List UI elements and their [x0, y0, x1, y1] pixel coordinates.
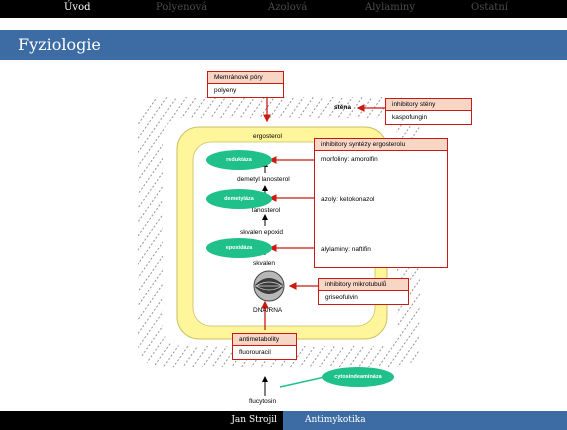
nav-item-uvod[interactable]: Úvod: [64, 2, 91, 13]
flucytosine-label: flucytosin: [249, 398, 277, 405]
wall-inhibitors-title: inhibitory stěny: [386, 99, 471, 111]
squalene-epoxide-label: skvalen epoxid: [240, 229, 283, 236]
mitotic-spindle-icon: [253, 270, 285, 302]
wall-inhibitors-box: inhibitory stěny kaspofungin: [385, 98, 472, 125]
nav-item-alylaminy[interactable]: Alylaminy: [365, 2, 415, 13]
cytosine-deaminase-enzyme: cytosindeamináza: [322, 367, 394, 387]
wall-inhibitors-item: kaspofungin: [392, 114, 428, 121]
microtubule-inhibitors-title: inhibitory mikrotubulů: [319, 279, 408, 291]
antimetabolites-item: fluorouracil: [239, 349, 271, 356]
ergosterol-label: ergosterol: [253, 133, 282, 140]
nav-item-azolova[interactable]: Azolová: [268, 2, 308, 13]
ergosterol-inhibitor-item: alylaminy: naftifin: [321, 246, 371, 253]
membrane-pores-box: Memránové póry polyeny: [207, 71, 284, 98]
membrane-pores-item: polyeny: [214, 87, 237, 94]
microtubule-inhibitors-item: griseofulvin: [325, 294, 358, 301]
ergosterol-inhibitor-item: morfoliny: amorolfin: [321, 156, 378, 163]
footer-author: Jan Strojil: [231, 415, 277, 425]
footer-short-title: Antimykotika: [305, 415, 366, 425]
ergosterol-inhibitor-item: azoly: ketokonazol: [321, 196, 375, 203]
wall-label: stěna: [334, 104, 351, 111]
membrane-pores-title: Memránové póry: [208, 72, 283, 84]
ergosterol-inhibitors-title: inhibitory syntézy ergosterolu: [315, 139, 447, 151]
demethyl-lanosterol-label: demetyl lanosterol: [237, 176, 290, 183]
antimetabolites-box: antimetabolity fluorouracil: [232, 333, 297, 360]
footer-right: Antimykotika: [283, 411, 567, 430]
epoxidase-enzyme: epoxidáza: [206, 238, 272, 258]
reductase-enzyme: reduktáza: [206, 150, 272, 170]
demethylase-enzyme: demetyláza: [206, 189, 272, 209]
footer-left: Jan Strojil: [0, 411, 283, 430]
slide-title-bar: Fyziologie: [0, 30, 567, 60]
microtubule-inhibitors-box: inhibitory mikrotubulů griseofulvin: [318, 278, 409, 305]
lanosterol-label: lanosterol: [252, 207, 281, 214]
nav-item-ostatni[interactable]: Ostatní: [471, 2, 508, 13]
top-navigation: Úvod Polyenová Azolová Alylaminy Ostatní: [0, 0, 567, 18]
squalene-label: skvalen: [253, 260, 276, 267]
dna-rna-label: DNA/RNA: [253, 307, 283, 314]
slide-title: Fyziologie: [18, 35, 101, 54]
ergosterol-synthesis-inhibitors-box: inhibitory syntézy ergosterolu morfoliny…: [314, 138, 448, 268]
footer-bar: Jan Strojil Antimykotika: [0, 411, 567, 430]
nav-item-polyenova[interactable]: Polyenová: [156, 2, 208, 13]
antimetabolites-title: antimetabolity: [233, 334, 296, 346]
